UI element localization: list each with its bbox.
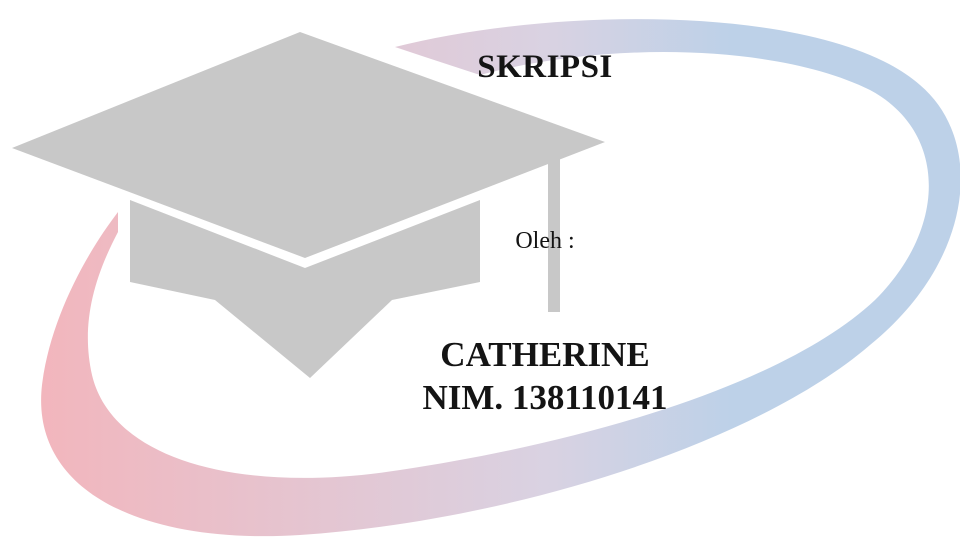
author-name: CATHERINE	[440, 335, 650, 374]
swoosh-ring	[41, 19, 960, 537]
by-label: Oleh :	[515, 228, 575, 254]
graduation-cap-icon	[12, 32, 605, 378]
student-id: NIM. 138110141	[422, 378, 668, 417]
cap-tassel	[548, 158, 560, 312]
document-title: SKRIPSI	[477, 49, 613, 85]
cap-base	[130, 200, 480, 378]
cap-board	[12, 32, 605, 258]
